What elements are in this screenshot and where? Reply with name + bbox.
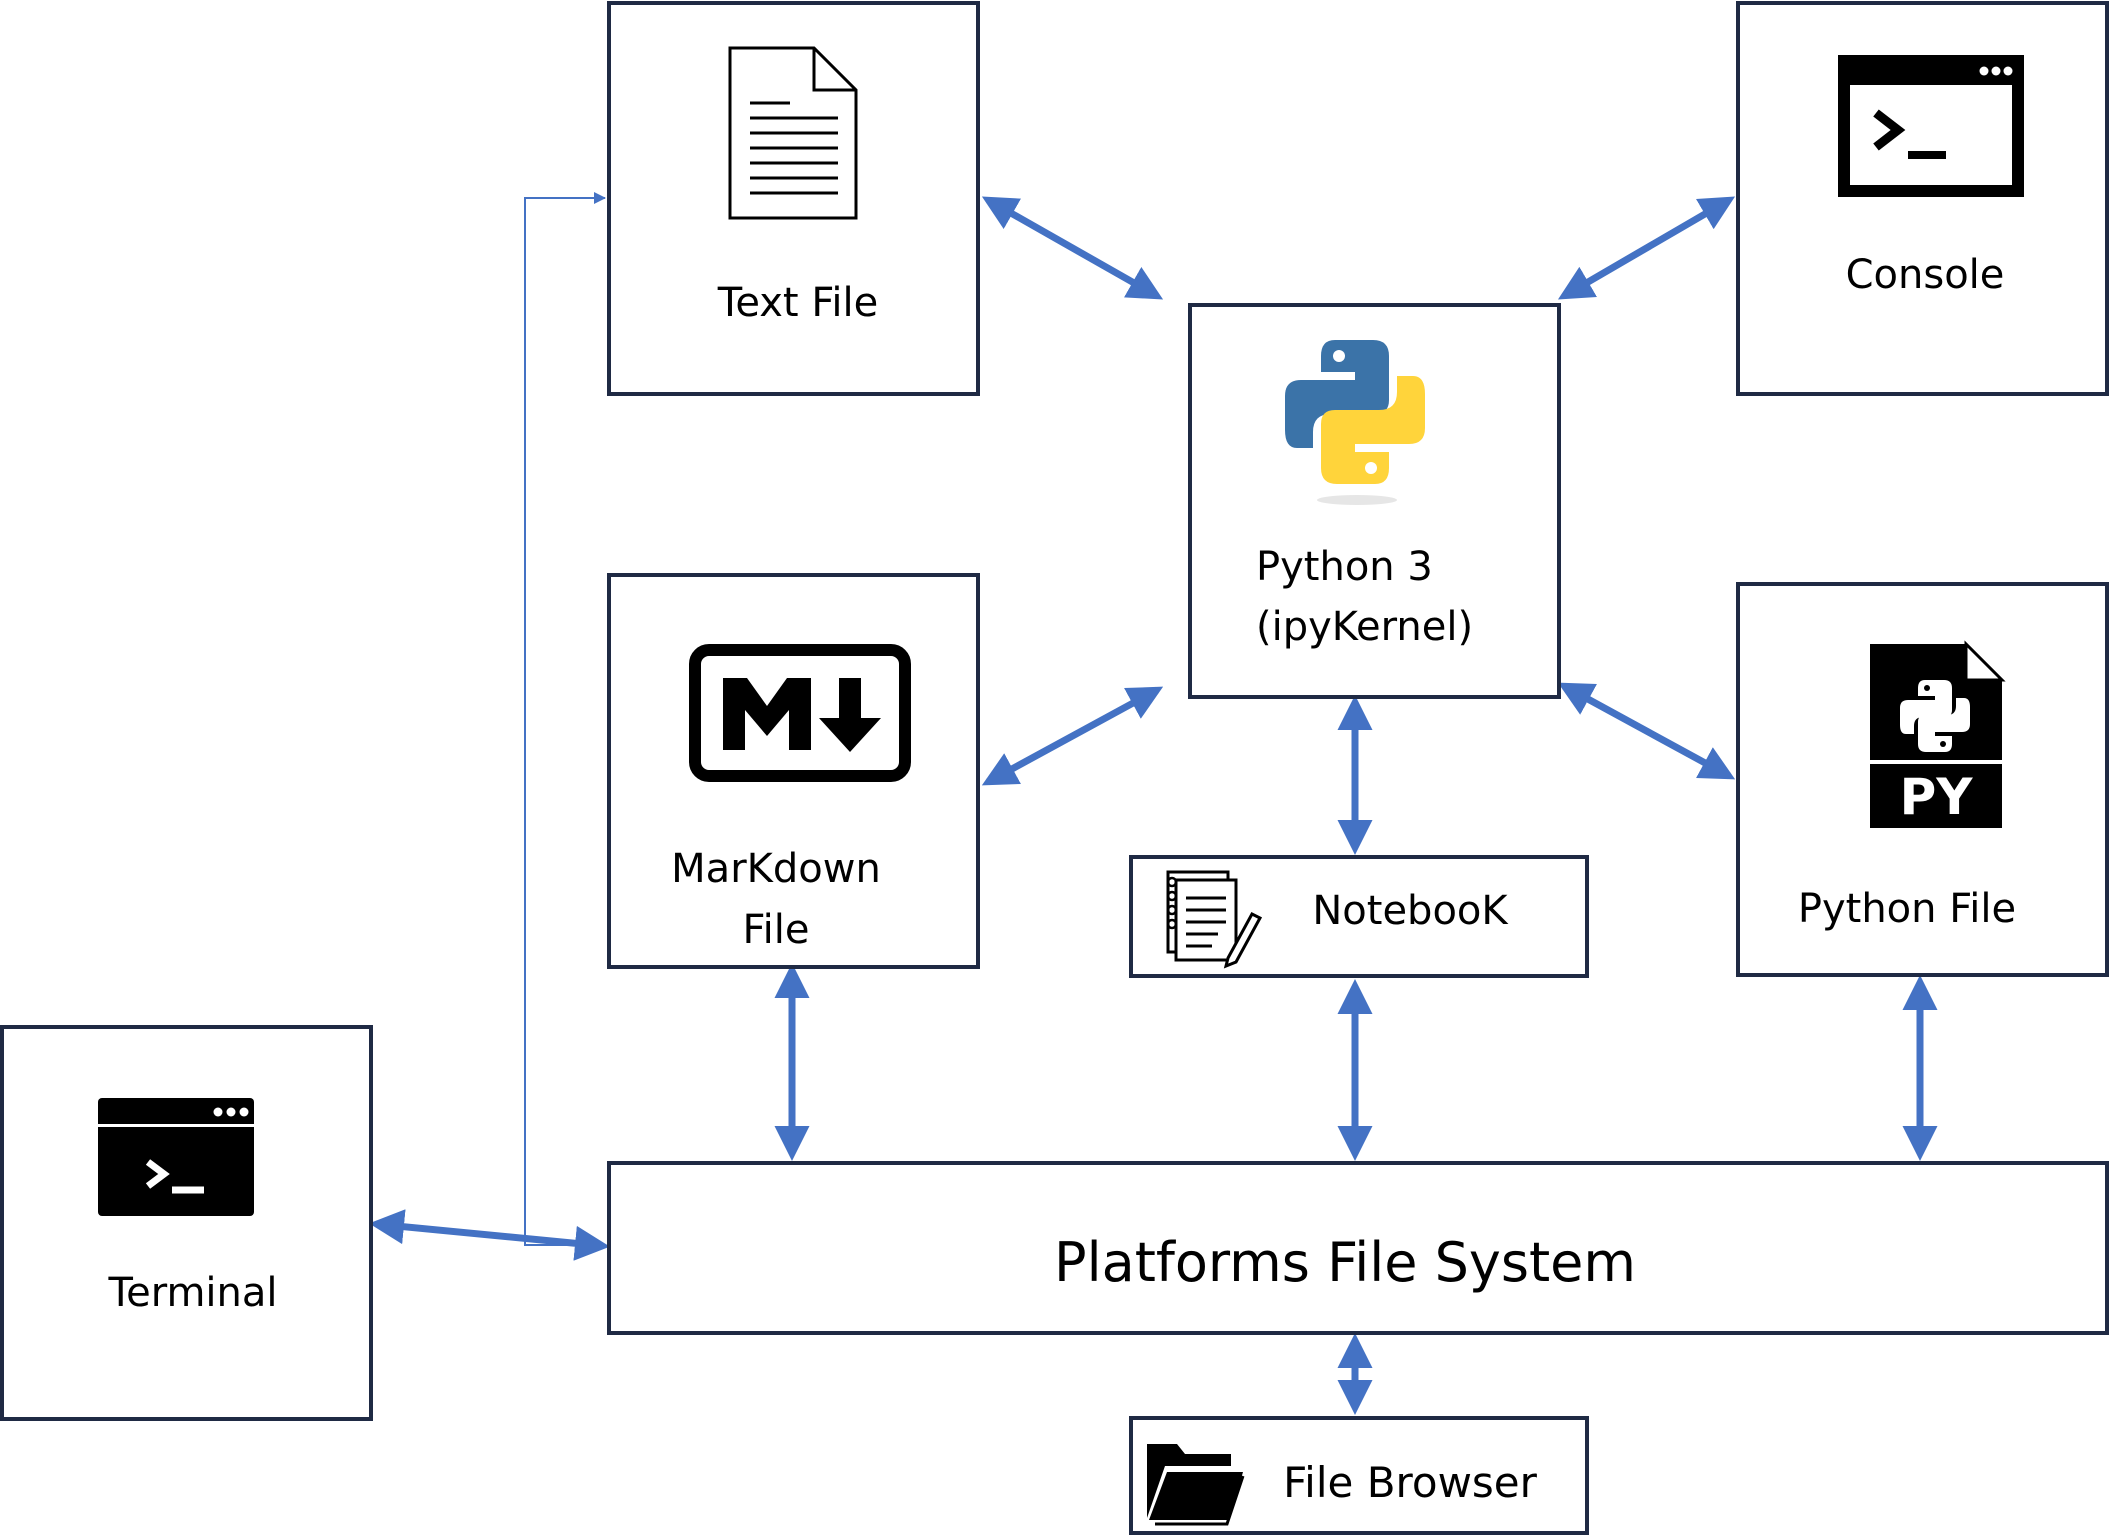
node-text-file[interactable]: Text File: [607, 1, 980, 396]
python-label-line1: Python 3: [1256, 544, 1433, 590]
node-notebook[interactable]: NotebooK: [1129, 855, 1589, 978]
node-python-file[interactable]: PY Python File: [1736, 582, 2109, 977]
folder-icon: [1147, 1444, 1245, 1526]
markdown-label-line1: MarKdown: [671, 846, 881, 892]
node-markdown-file[interactable]: MarKdown File: [607, 573, 980, 969]
node-python-kernel[interactable]: Python 3 (ipyKernel): [1188, 303, 1561, 699]
terminal-window-icon: [98, 1098, 254, 1216]
file-system-label: Platforms File System: [1054, 1231, 1636, 1294]
text-file-label: Text File: [717, 280, 879, 326]
edge-textfile-python: [981, 196, 1164, 300]
node-terminal[interactable]: Terminal: [0, 1025, 373, 1421]
notebook-label: NotebooK: [1312, 888, 1509, 934]
edge-markdown-python: [981, 686, 1164, 786]
node-file-browser[interactable]: File Browser: [1129, 1416, 1589, 1535]
python-logo-icon: [1285, 340, 1425, 505]
notebook-icon: [1166, 870, 1263, 969]
py-badge: PY: [1900, 768, 1974, 826]
py-file-icon: PY: [1870, 640, 2006, 828]
edge-terminal-textfile: [524, 192, 606, 1246]
markdown-icon: [689, 644, 911, 782]
node-console[interactable]: Console: [1736, 1, 2109, 396]
console-window-icon: [1838, 55, 2024, 197]
console-label: Console: [1846, 252, 2005, 298]
connectors: [369, 192, 1938, 1415]
node-file-system[interactable]: Platforms File System: [607, 1161, 2109, 1335]
edge-pythonfile-python: [1557, 682, 1736, 780]
terminal-label: Terminal: [107, 1270, 277, 1316]
python-file-label: Python File: [1798, 886, 2016, 932]
document-icon: [728, 46, 858, 220]
file-browser-label: File Browser: [1283, 1458, 1538, 1507]
python-mini-logo-icon: [1900, 680, 1970, 752]
edge-terminal-filesystem: [369, 1209, 610, 1261]
edge-console-python: [1557, 196, 1736, 300]
markdown-label-line2: File: [743, 907, 810, 953]
python-label-line2: (ipyKernel): [1256, 604, 1473, 650]
